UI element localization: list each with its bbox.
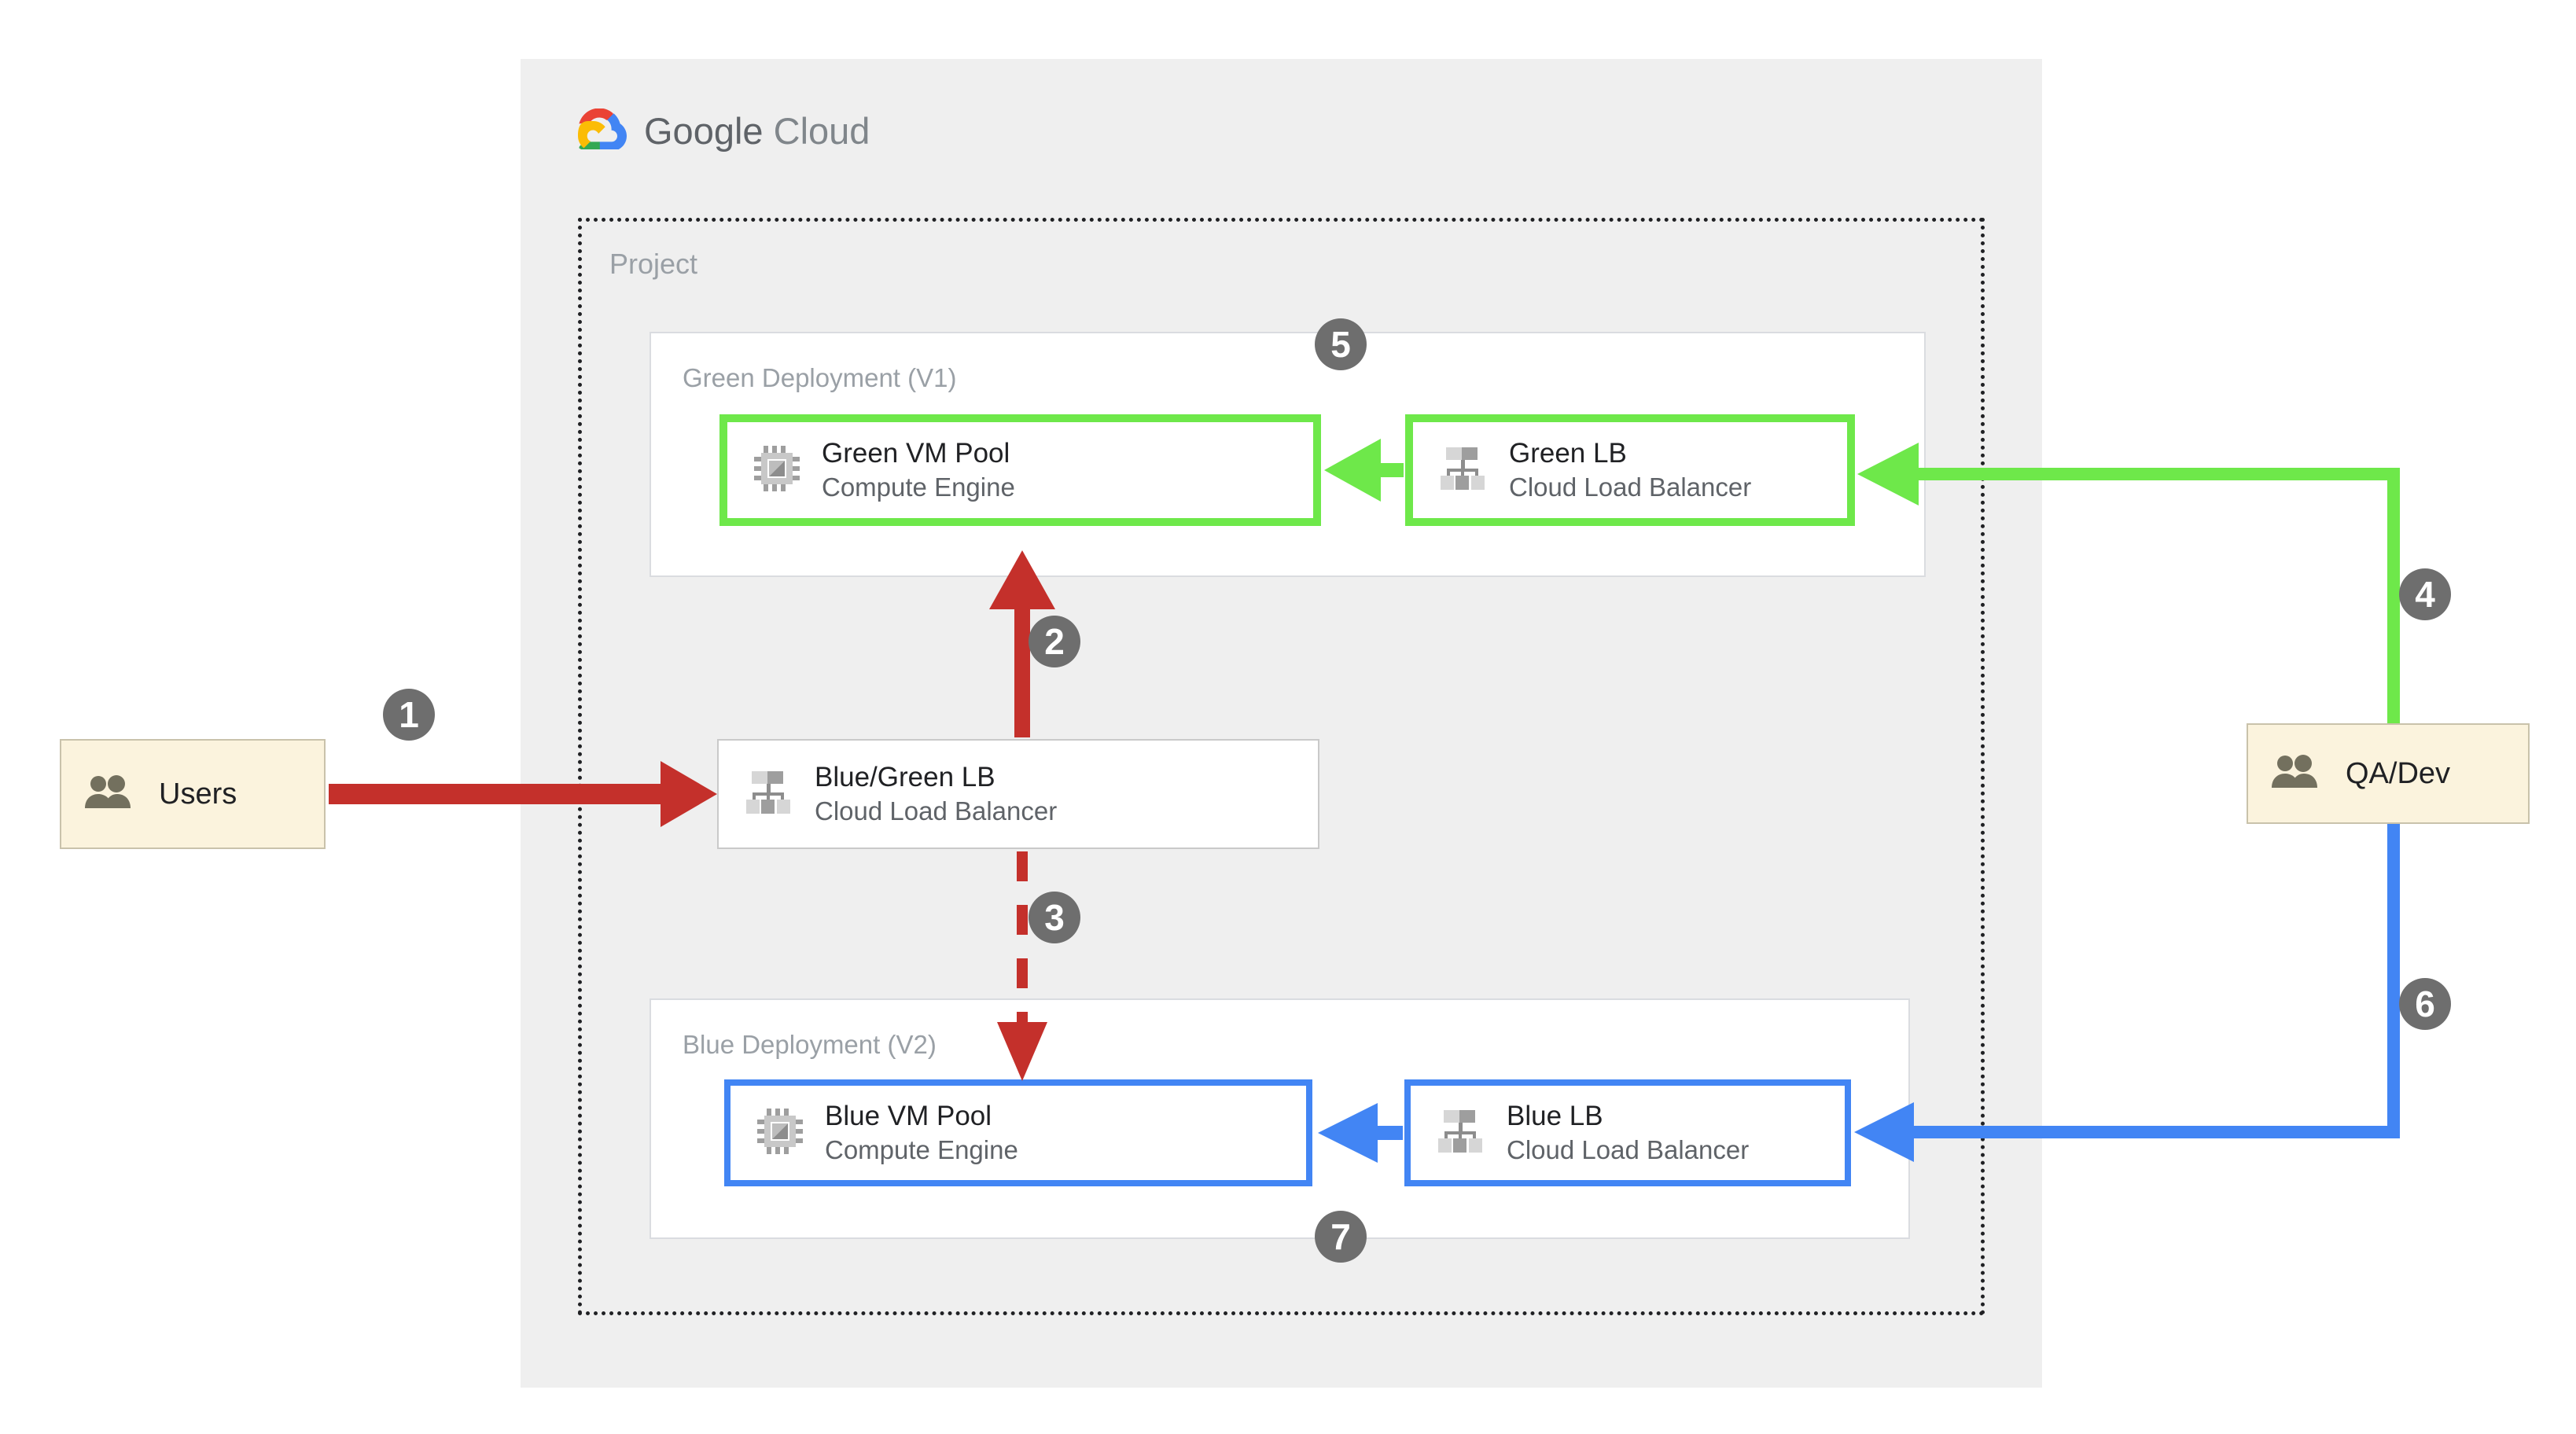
step-badge-7: 7 [1315, 1211, 1367, 1263]
users-group-icon [85, 774, 135, 814]
card-subtitle: Compute Engine [825, 1134, 1018, 1164]
actor-users[interactable]: Users [60, 739, 326, 849]
green-deployment-label: Green Deployment (V1) [683, 363, 957, 392]
step-badge-6: 6 [2399, 978, 2451, 1030]
cloud-load-balancer-icon [1440, 446, 1487, 495]
card-title: Green VM Pool [822, 437, 1010, 469]
cloud-load-balancer-icon [1437, 1109, 1485, 1158]
google-cloud-logo: Google Cloud [577, 107, 870, 154]
project-boundary [578, 218, 1985, 1315]
card-blue-green-lb[interactable]: Blue/Green LB Cloud Load Balancer [717, 739, 1319, 849]
card-title: Blue LB [1507, 1100, 1603, 1131]
blue-deployment-label: Blue Deployment (V2) [683, 1030, 937, 1059]
card-subtitle: Cloud Load Balancer [1507, 1134, 1750, 1164]
users-group-icon [2272, 754, 2322, 793]
card-title: Green LB [1509, 437, 1627, 469]
card-subtitle: Compute Engine [822, 472, 1015, 502]
card-title: Blue/Green LB [815, 761, 995, 792]
card-blue-lb[interactable]: Blue LB Cloud Load Balancer [1404, 1079, 1851, 1186]
card-text: Green VM Pool Compute Engine [822, 439, 1015, 501]
google-cloud-logo-icon [577, 108, 627, 153]
logo-word-cloud: Cloud [773, 109, 870, 152]
actor-label: QA/Dev [2346, 756, 2451, 790]
card-text: Blue LB Cloud Load Balancer [1507, 1100, 1750, 1164]
cloud-load-balancer-icon [745, 770, 793, 819]
card-text: Blue/Green LB Cloud Load Balancer [815, 763, 1057, 825]
logo-word-google: Google [644, 109, 764, 152]
card-text: Green LB Cloud Load Balancer [1509, 439, 1751, 501]
step-badge-4: 4 [2399, 568, 2451, 620]
step-badge-5: 5 [1315, 318, 1367, 370]
card-blue-vm-pool[interactable]: Blue VM Pool Compute Engine [724, 1079, 1312, 1186]
card-subtitle: Cloud Load Balancer [1509, 472, 1752, 502]
step-badge-1: 1 [383, 689, 435, 741]
step-badge-2: 2 [1029, 616, 1080, 667]
card-green-lb[interactable]: Green LB Cloud Load Balancer [1405, 414, 1855, 526]
card-green-vm-pool[interactable]: Green VM Pool Compute Engine [719, 414, 1321, 526]
actor-qa-dev[interactable]: QA/Dev [2247, 723, 2530, 824]
card-title: Blue VM Pool [825, 1100, 992, 1131]
card-text: Blue VM Pool Compute Engine [825, 1100, 1018, 1164]
step-badge-3: 3 [1029, 892, 1080, 943]
card-subtitle: Cloud Load Balancer [815, 796, 1058, 825]
compute-engine-icon [754, 445, 800, 495]
actor-label: Users [159, 777, 237, 811]
project-label: Project [609, 248, 698, 280]
google-cloud-logo-text: Google Cloud [644, 109, 870, 153]
compute-engine-icon [757, 1108, 803, 1158]
